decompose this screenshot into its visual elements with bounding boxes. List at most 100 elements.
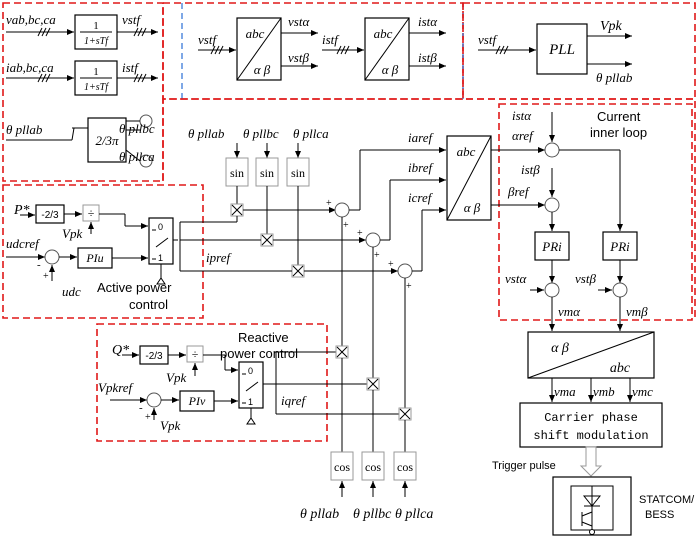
pr-alpha-block: [534, 231, 570, 261]
svg-text:Reactive: Reactive: [238, 330, 289, 345]
svg-text:Vpk: Vpk: [600, 19, 623, 34]
svg-text:1: 1: [93, 66, 99, 78]
sum-c: [397, 263, 413, 279]
sum-v-beta: [612, 282, 628, 298]
v-abc-label: vab,bc,ca: [6, 12, 56, 27]
current-loop-frame: [498, 103, 693, 321]
filter-frame: [2, 2, 164, 182]
svg-text:iaref: iaref: [408, 130, 434, 145]
svg-text:abc: abc: [374, 26, 393, 41]
svg-text:+: +: [145, 412, 151, 423]
active-power-frame: [2, 184, 204, 319]
div-block-q: [186, 345, 204, 363]
theta-shift: θ pllab 2/3π θ pllbc θ pllca: [6, 114, 155, 168]
svg-text:power control: power control: [220, 346, 298, 361]
svg-text:θ pllab: θ pllab: [188, 126, 225, 141]
svg-text:Carrier phase: Carrier phase: [544, 411, 638, 425]
svg-text:P*: P*: [13, 203, 30, 218]
svg-text:cos: cos: [334, 460, 350, 474]
svg-text:+: +: [343, 220, 349, 231]
svg-text:istα: istα: [418, 14, 438, 29]
svg-text:2/3π: 2/3π: [95, 133, 119, 148]
svg-text:istf: istf: [322, 32, 340, 47]
active-power: P* -2/3 ÷ Vpk 0 1 udcref - + udc PIu Act…: [6, 203, 178, 312]
modulation: Carrier phase shift modulation Trigger p…: [492, 402, 663, 477]
svg-text:PRi: PRi: [541, 239, 562, 254]
svg-text:vmβ: vmβ: [626, 304, 648, 319]
pll-block: [536, 23, 588, 75]
cos-block-c: [393, 451, 417, 481]
sum-a: [334, 202, 350, 218]
svg-text:α β: α β: [551, 341, 569, 356]
svg-text:cos: cos: [397, 460, 413, 474]
svg-text:vstβ: vstβ: [288, 50, 309, 65]
svg-text:+: +: [374, 250, 380, 261]
svg-text:θ pllab: θ pllab: [6, 122, 43, 137]
svg-text:Vpkref: Vpkref: [98, 380, 135, 395]
svg-text:vmα: vmα: [558, 304, 581, 319]
svg-text:θ pllab: θ pllab: [300, 507, 339, 522]
cos-block-a: [330, 451, 354, 481]
svg-text:abc: abc: [610, 361, 631, 376]
svg-text:vma: vma: [554, 384, 576, 399]
cos-block-b: [361, 451, 385, 481]
current-filter: iab,bc,ca 1 1+sTf istf: [6, 60, 158, 96]
svg-text:istα: istα: [512, 108, 532, 123]
svg-text:αref: αref: [512, 128, 535, 143]
svg-text:abc: abc: [457, 144, 476, 159]
svg-text:0: 0: [158, 222, 163, 232]
svg-text:vstα: vstα: [288, 14, 310, 29]
sum-alpha-err: [544, 142, 560, 158]
svg-text:θ pllbc: θ pllbc: [243, 126, 279, 141]
svg-text:1+sTf: 1+sTf: [84, 36, 109, 47]
ref-sums: + + + + + + iaref ibref icref: [326, 130, 446, 408]
svg-text:shift modulation: shift modulation: [533, 429, 648, 443]
clarke-voltage: vstf abc α β vstα vstβ: [198, 14, 318, 81]
svg-text:Vpk: Vpk: [160, 418, 180, 433]
vstf-label: vstf: [122, 12, 142, 27]
svg-text:cos: cos: [365, 460, 381, 474]
device: STATCOM/ BESS: [552, 476, 695, 536]
svg-text:vmc: vmc: [632, 384, 653, 399]
svg-text:-2/3: -2/3: [41, 210, 59, 221]
svg-text:ipref: ipref: [206, 250, 232, 265]
svg-text:inner loop: inner loop: [590, 125, 647, 140]
clarke-current: istf abc α β istα istβ: [322, 14, 446, 81]
reactive-power: Reactive power control Q* -2/3 ÷ Vpk 0 1…: [98, 330, 399, 433]
gain-2-3pi-block: [87, 117, 127, 163]
svg-text:sin: sin: [291, 166, 305, 180]
svg-text:control: control: [129, 297, 168, 312]
svg-text:θ pllbc: θ pllbc: [119, 121, 155, 136]
svg-text:sin: sin: [260, 166, 274, 180]
svg-text:1+sTf: 1+sTf: [84, 82, 109, 93]
svg-text:vmb: vmb: [593, 384, 615, 399]
svg-text:PRi: PRi: [609, 239, 630, 254]
svg-text:BESS: BESS: [645, 509, 674, 521]
trigger-arrow: [579, 446, 603, 477]
svg-text:Current: Current: [597, 109, 641, 124]
svg-text:istβ: istβ: [521, 162, 540, 177]
svg-text:θ pllca: θ pllca: [395, 507, 433, 522]
svg-text:1: 1: [93, 20, 99, 32]
svg-text:vstf: vstf: [198, 32, 218, 47]
svg-text:abc: abc: [246, 26, 265, 41]
ref-clarke: abc α β: [446, 135, 545, 221]
svg-text:Q*: Q*: [112, 343, 129, 358]
voltage-filter: vab,bc,ca 1 1+sTf vstf: [6, 12, 158, 50]
i-abc-label: iab,bc,ca: [6, 60, 54, 75]
svg-text:-: -: [37, 259, 41, 271]
svg-text:1: 1: [248, 397, 253, 407]
svg-text:-: -: [139, 402, 143, 414]
svg-text:icref: icref: [408, 190, 434, 205]
svg-text:+: +: [357, 228, 363, 239]
sin-theta-labels: θ pllab θ pllbc θ pllca: [188, 126, 329, 141]
inverse-transform: α β abc vma vmb vmc: [527, 331, 655, 402]
sum-vpk: [146, 392, 162, 408]
svg-text:+: +: [43, 271, 49, 282]
svg-text:+: +: [388, 259, 394, 270]
svg-text:vstβ: vstβ: [575, 271, 596, 286]
sum-udc: [44, 249, 60, 265]
svg-text:+: +: [326, 198, 332, 209]
svg-text:iqref: iqref: [281, 393, 307, 408]
